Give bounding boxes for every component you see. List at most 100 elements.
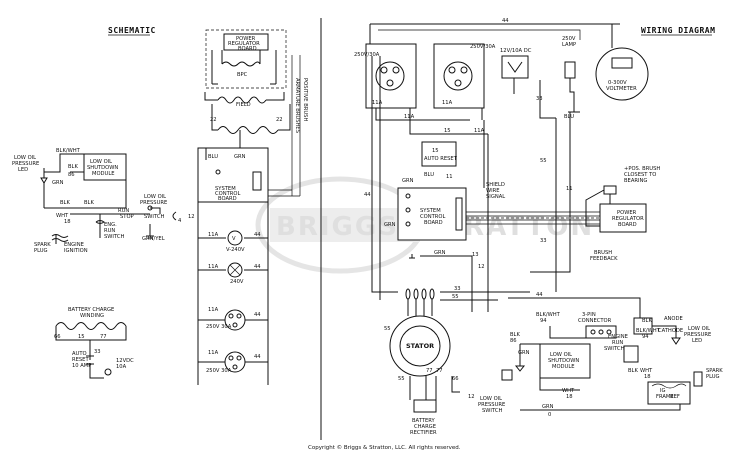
wd-spark-2: PLUG (706, 374, 720, 380)
sch-grn-yel: GRN/YEL (142, 236, 165, 242)
wd-wire-44-c: 44 (536, 292, 543, 298)
wd-led-1: LOW OIL (688, 326, 710, 332)
wd-lamp: 250V LAMP (562, 36, 576, 79)
sch-wire-blkwht: BLK/WHT (56, 148, 81, 154)
sch-prb-label-3: BOARD (238, 46, 257, 52)
wd-power-regulator-board: POWER REGULATOR BOARD (599, 203, 647, 233)
sch-wire-11a-2: 11A (208, 264, 219, 270)
wd-shield-3: SIGNAL (486, 194, 505, 200)
sch-wire-blk-3: BLK (84, 200, 94, 206)
wd-wire-11-a: 11 (446, 174, 453, 180)
wd-wire-12: 12 (478, 264, 485, 270)
sch-wire-4: 4 (178, 218, 182, 224)
wd-receptacle-250v-b: 250V/30A 11A (433, 43, 496, 109)
sch-spark-2: PLUG (34, 248, 48, 254)
wd-wire-33-c: 33 (454, 286, 461, 292)
sch-charge-winding (55, 322, 127, 330)
sch-lom-2: SHUTDOWN (87, 165, 118, 171)
sch-ar-2: RESET (72, 357, 89, 363)
wd-feed-2: FEEDBACK (590, 256, 618, 262)
sch-receptacle-a: 250V 30A 11A 44 (198, 307, 268, 331)
wd-ps-2: PRESSURE (478, 402, 505, 408)
wd-engine-run-switch: ENGINE RUN SWITCH (604, 334, 639, 363)
wd-conn-2: CONNECTOR (578, 318, 612, 324)
wd-wire-18-b: 18 (644, 374, 651, 380)
wd-rect-3: RECTIFIER (410, 430, 437, 436)
wd-prb-2: REGULATOR (612, 216, 644, 222)
wd-lamp-2: LAMP (562, 42, 576, 48)
wd-wire-13: 13 (472, 252, 479, 258)
wd-wire-wht-b: WHT (640, 368, 653, 374)
wd-3-pin-connector: 3-PIN CONNECTOR (578, 312, 617, 339)
sch-dc-1: 12VDC (116, 358, 134, 364)
sch-press-sw-1: LOW OIL (144, 194, 166, 200)
wd-wire-grn-c: GRN (434, 250, 446, 256)
wd-wire-55-c: 55 (384, 326, 391, 332)
wd-rect-1: BATTERY (412, 418, 435, 424)
sch-wire-blk-2: BLK (60, 200, 70, 206)
sch-lamp: 240V 11A 44 (198, 262, 268, 285)
sch-rotor-label: POSITIVE BRUSH (302, 78, 308, 121)
wd-wire-33-b: 33 (540, 238, 547, 244)
wd-ignition-module: IG FRAME REF (647, 381, 691, 405)
wd-wire-11a-a: 11A (372, 100, 383, 106)
wd-conn-1: 3-PIN (582, 312, 596, 318)
wd-wire-55-a: 55 (540, 158, 547, 164)
sch-batt-wind-2: WINDING (80, 313, 104, 319)
wd-shield-2: WIRE (486, 188, 500, 194)
wd-stator: STATOR (389, 288, 451, 377)
sch-wire-66: 66 (54, 334, 61, 340)
wd-recp-b-label: 250V/30A (470, 44, 496, 50)
wd-wire-blu-a: BLU (564, 114, 574, 120)
sch-bpc-label: BPC (237, 72, 248, 78)
sch-wire-86: 86 (68, 172, 75, 178)
wd-brush-3: BEARING (624, 178, 647, 184)
sch-stop: STOP (120, 214, 134, 220)
sch-wire-15: 15 (78, 334, 85, 340)
wd-recp-a-label: 250V/30A (354, 52, 380, 58)
wd-stator-label: STATOR (406, 342, 434, 350)
sch-250v30a-b: 250V 30A (206, 368, 232, 374)
sch-rotor-coil (217, 126, 279, 134)
sch-wire-grn-2: GRN (52, 180, 64, 186)
sch-wire-44-4: 44 (254, 354, 261, 360)
sch-wire-blk: BLK (68, 164, 78, 170)
wd-wire-grn-e: GRN (542, 404, 554, 410)
wd-hm-1: 0-300V (608, 80, 627, 86)
wd-battery-charge-rectifier: BATTERY CHARGE RECTIFIER (410, 399, 437, 436)
wd-ers-3: SWITCH (604, 346, 624, 352)
wd-wire-0: 0 (548, 412, 551, 418)
sch-low-oil-shutdown-module (83, 153, 127, 181)
wd-wire-77: 77 (426, 368, 433, 374)
sch-field-label: FIELD (236, 102, 251, 108)
sch-wire-grn: GRN (234, 154, 246, 160)
wd-wire-66: 66 (452, 376, 459, 382)
wd-scb-2: CONTROL (420, 214, 445, 220)
wd-wire-94-b: 94 (642, 334, 649, 340)
wd-ps-3: SWITCH (482, 408, 502, 414)
sch-scb-label-3: BOARD (218, 196, 237, 202)
wd-wire-44-top: 44 (502, 18, 509, 24)
wd-wire-11a-d: 11A (474, 128, 485, 134)
wd-led-3: LED (692, 338, 702, 344)
wiring-section: 44 250V/30A 11A 250V/30A 11A 12V/10A DC (354, 18, 723, 436)
svg-text:V: V (232, 236, 236, 242)
schematic-section: POWER REGULATOR BOARD BPC FIELD 22 22 AR… (12, 29, 308, 385)
wd-wire-blk-b: BLK (628, 368, 638, 374)
sch-ers-2: RUN (104, 228, 115, 234)
sch-wire-18: 18 (64, 219, 71, 225)
sch-press-sw-2: PRESSURE (140, 200, 167, 206)
wd-ar-1: 15 (432, 148, 439, 154)
wd-wire-blkwht-a: BLK/WHT (536, 312, 561, 318)
sch-dc-2: 10A (116, 364, 127, 370)
wd-wire-12-b: 12 (468, 394, 475, 400)
wd-dc-label: 12V/10A DC (500, 48, 532, 54)
wd-voltmeter: 0-300V VOLTMETER (595, 47, 649, 101)
wd-ign-3: REF (670, 394, 680, 400)
wd-wire-blk-c: BLK (642, 318, 652, 324)
sch-spark-1: SPARK (34, 242, 51, 248)
wd-wire-11a-b: 11A (442, 100, 453, 106)
sch-250v30a-a: 250V 30A (206, 324, 232, 330)
wd-spark-plug: SPARK PLUG (693, 368, 723, 387)
wd-scb-3: BOARD (424, 220, 443, 226)
